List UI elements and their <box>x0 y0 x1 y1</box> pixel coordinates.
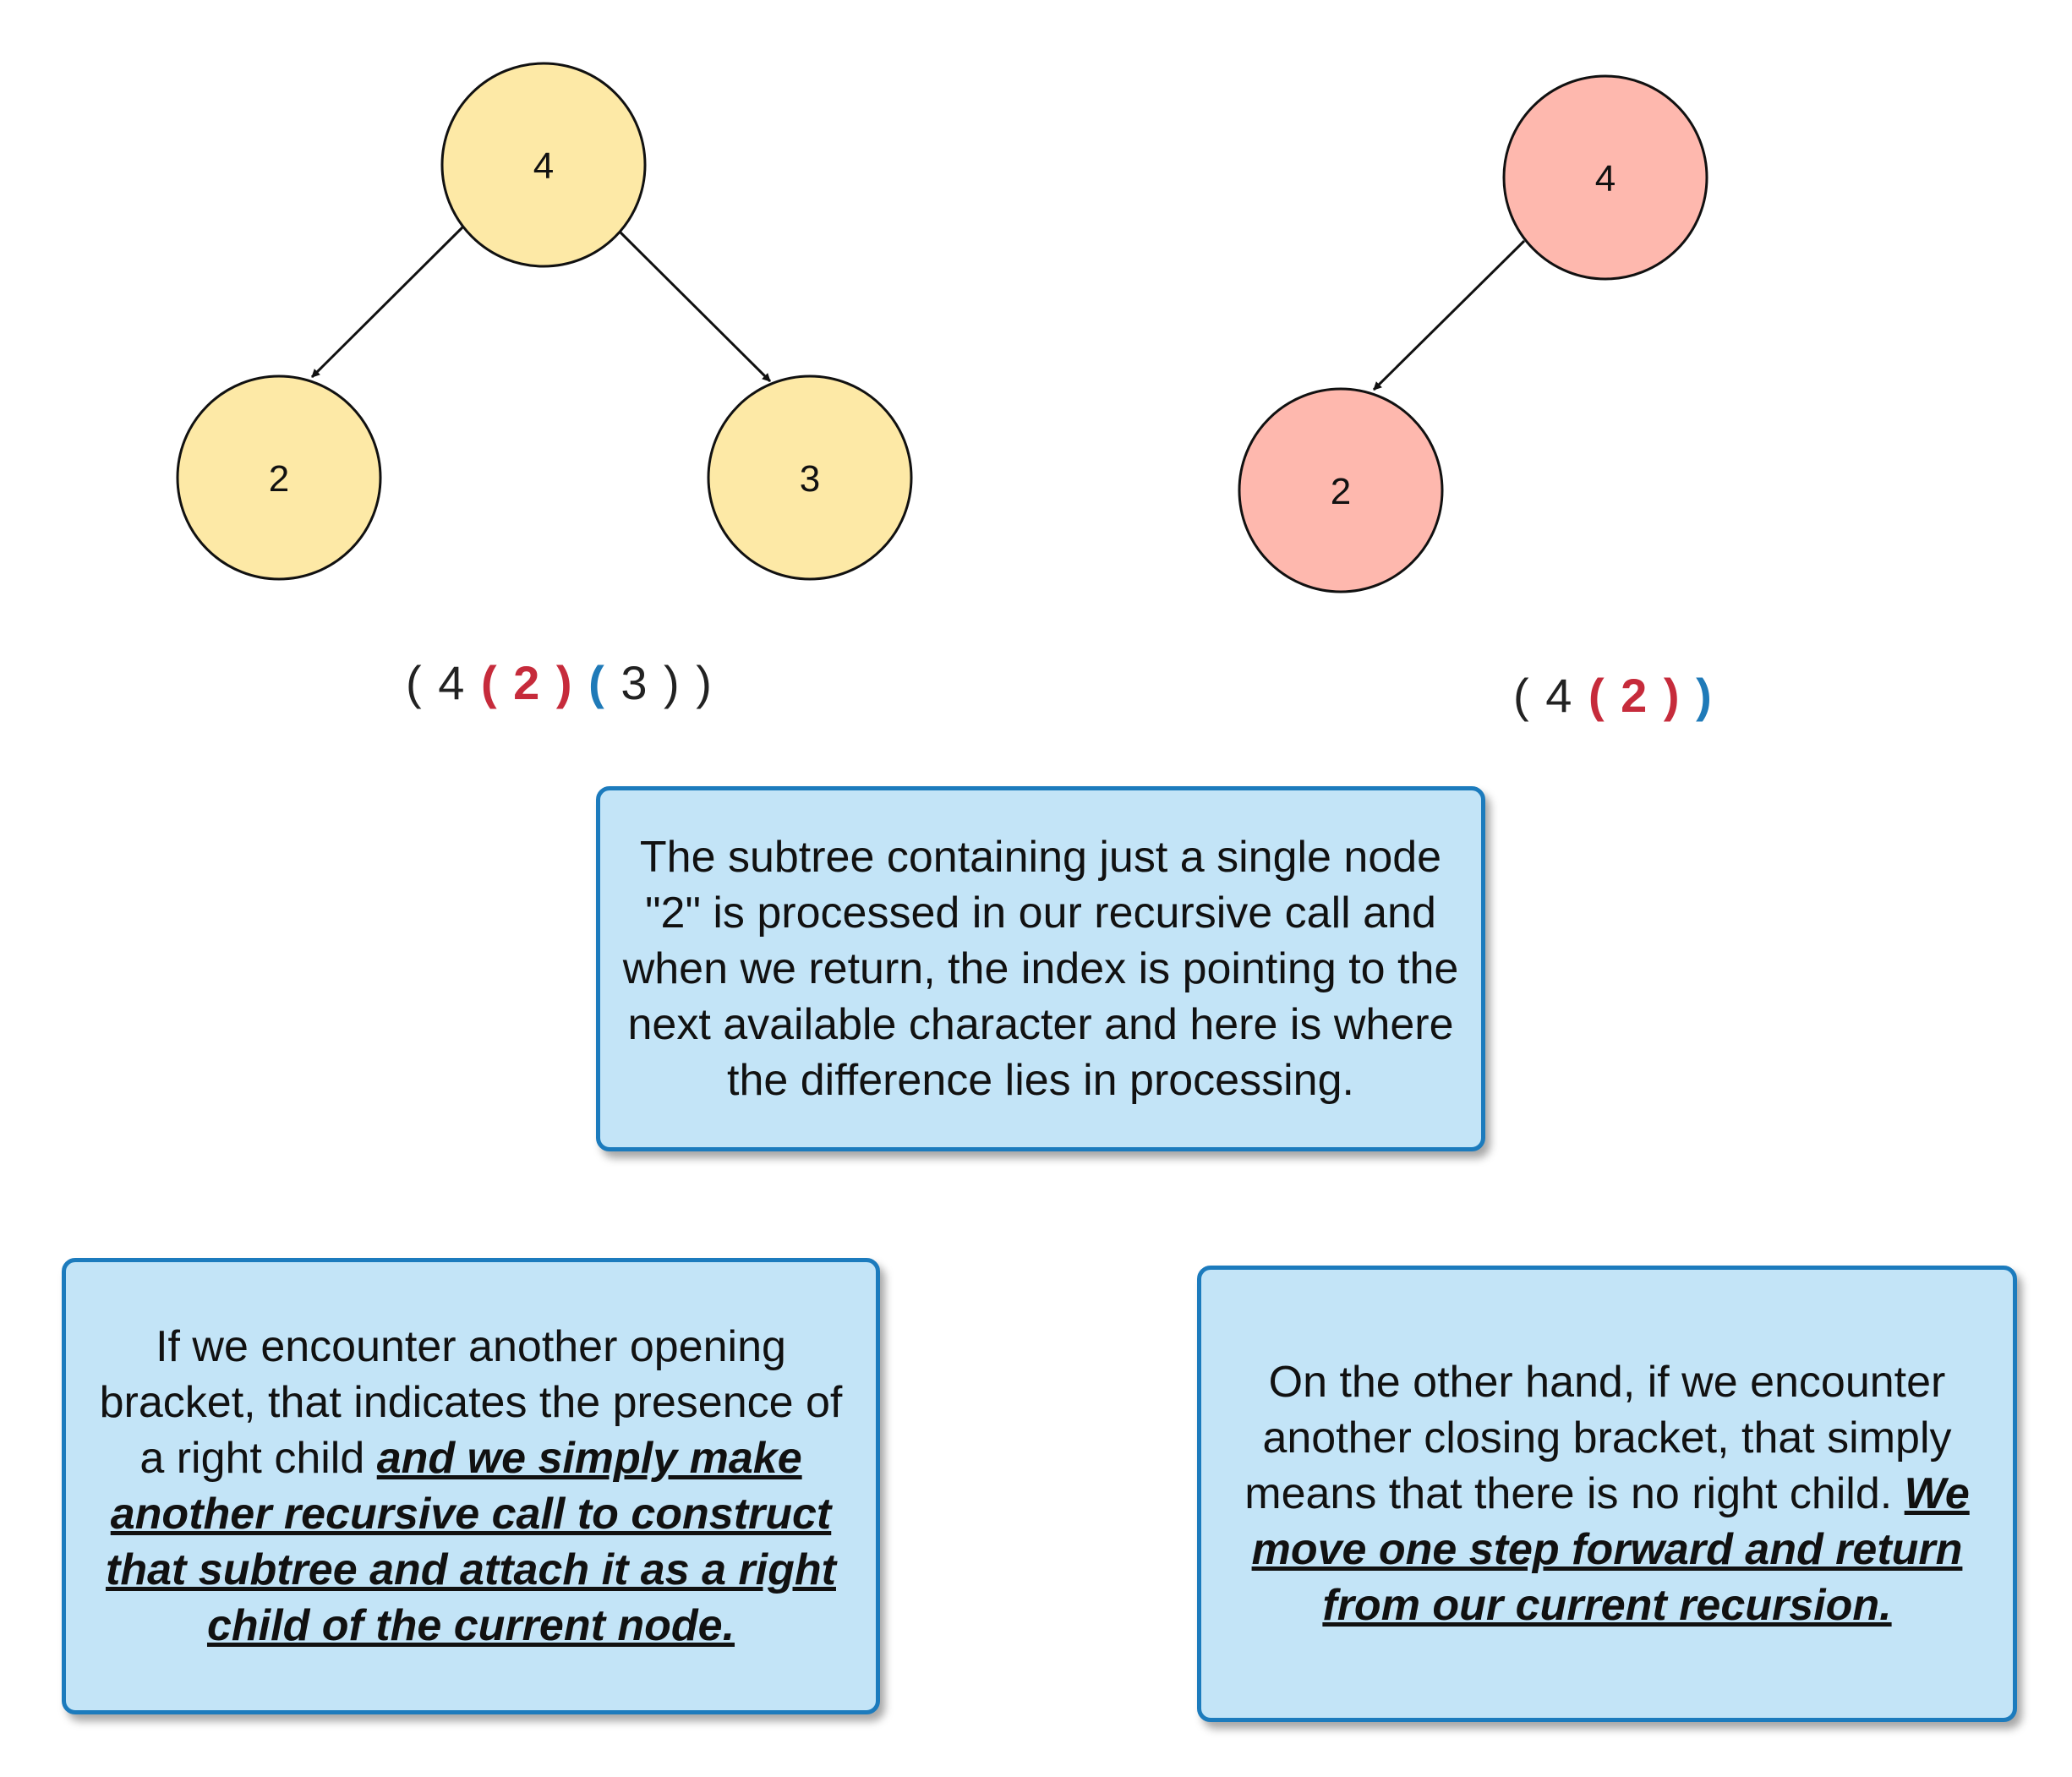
closing-note-body: On the other hand, if we encounter anoth… <box>1218 1354 1996 1633</box>
left-left-circle <box>176 375 382 581</box>
expr-value-4: 4 <box>438 656 467 709</box>
expr-red-open-bracket: ( <box>480 656 499 709</box>
expr-open-bracket: ( <box>1513 669 1531 722</box>
closing-bracket-note: On the other hand, if we encounter anoth… <box>1197 1266 2017 1722</box>
expr-red-close-bracket: ) <box>555 656 574 709</box>
closing-note-plain-text: On the other hand, if we encounter anoth… <box>1244 1358 1952 1518</box>
right-root-circle <box>1502 74 1708 281</box>
expr-red-value-2: 2 <box>1621 669 1649 722</box>
left-left-label: 2 <box>269 458 289 500</box>
opening-note-body: If we encounter another opening bracket,… <box>83 1319 859 1654</box>
opening-note-plain-text: If we encounter another opening bracket,… <box>99 1322 843 1483</box>
expr-close-bracket-outer: ) <box>696 656 713 709</box>
left-root-label: 4 <box>533 145 554 187</box>
expr-red-close-bracket: ) <box>1663 669 1681 722</box>
right-tree-expression: ( 4 ( 2 ) ) <box>1513 668 1714 723</box>
right-root-label: 4 <box>1595 158 1616 200</box>
opening-bracket-note: If we encounter another opening bracket,… <box>62 1258 880 1714</box>
expr-red-value-2: 2 <box>513 656 542 709</box>
center-explanation-note: The subtree containing just a single nod… <box>596 786 1485 1151</box>
right-tree-root-node: 4 <box>1502 74 1708 281</box>
expr-blue-open-bracket: ( <box>588 656 606 709</box>
left-root-circle <box>440 62 647 268</box>
opening-note-emphasis-text: and we simply make another recursive cal… <box>106 1434 836 1650</box>
right-left-label: 2 <box>1331 471 1351 512</box>
edge-4-to-2-left-tree <box>310 225 465 379</box>
left-tree-expression: ( 4 ( 2 ) ( 3 ) ) <box>406 655 713 710</box>
left-tree-left-node: 2 <box>176 375 382 581</box>
expr-blue-close-bracket: ) <box>1696 669 1714 722</box>
left-right-label: 3 <box>800 458 820 500</box>
right-tree-left-node: 2 <box>1238 387 1444 593</box>
left-right-circle <box>707 375 913 581</box>
edge-4-to-2-right-tree <box>1372 239 1526 391</box>
left-tree-right-node: 3 <box>707 375 913 581</box>
closing-note-emphasis-text: We move one step forward and return from… <box>1251 1469 1970 1630</box>
center-note-text: The subtree containing just a single nod… <box>622 833 1459 1105</box>
expr-close-bracket-inner: ) <box>664 656 681 709</box>
expr-red-open-bracket: ( <box>1588 669 1606 722</box>
right-left-circle <box>1238 387 1444 593</box>
expr-value-3: 3 <box>621 656 649 709</box>
expr-value-4: 4 <box>1545 669 1574 722</box>
expr-open-bracket: ( <box>406 656 424 709</box>
edge-4-to-3-left-tree <box>619 231 772 383</box>
left-tree-root-node: 4 <box>440 62 647 268</box>
